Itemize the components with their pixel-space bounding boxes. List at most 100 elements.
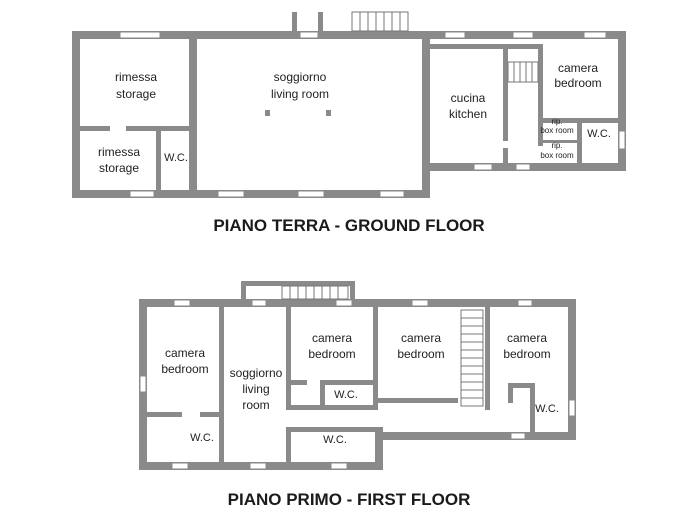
ff-wall-bed1-wc-b xyxy=(200,412,219,417)
gf-living-en-label: living room xyxy=(271,87,329,101)
ff-window xyxy=(173,299,191,307)
gf-storage-2-en-label: storage xyxy=(99,161,139,175)
gf-window xyxy=(583,31,607,39)
gf-wall-living-kitchen xyxy=(422,39,430,163)
ff-living-en1-label: living xyxy=(242,382,269,396)
gf-box-2-en-label: box room xyxy=(540,151,574,160)
ff-window xyxy=(411,299,429,307)
ground-floor-title: PIANO TERRA - GROUND FLOOR xyxy=(213,216,484,235)
ff-bedroom-3-en-label: bedroom xyxy=(397,347,444,361)
ff-wall-wc3-top xyxy=(286,427,383,432)
ff-wall-bed1-living xyxy=(219,307,224,462)
ff-wall-bed2-bed3 xyxy=(373,307,378,410)
gf-window xyxy=(129,190,155,198)
ff-wall-step xyxy=(375,432,383,470)
gf-window xyxy=(217,190,245,198)
gf-wall-bottom-left xyxy=(72,190,430,198)
gf-wall-storage-split-a xyxy=(80,126,110,131)
ff-terrace-rail xyxy=(241,281,355,286)
ff-bedroom-2-it-label: camera xyxy=(312,331,352,345)
ff-window xyxy=(517,299,533,307)
ff-wc-4-label: W.C. xyxy=(535,403,559,415)
ff-bedroom-3-it-label: camera xyxy=(401,331,441,345)
ff-bedroom-4-it-label: camera xyxy=(507,331,547,345)
gf-box-1-it-label: rip. xyxy=(551,117,562,126)
ff-wall-wc4-left xyxy=(530,383,535,432)
gf-box-2-it-label: rip. xyxy=(551,141,562,150)
ff-wall-bottom-right xyxy=(375,432,576,440)
gf-kitchen-it-label: cucina xyxy=(451,91,486,105)
ff-terrace-post xyxy=(241,281,246,299)
gf-entry-post xyxy=(318,12,323,31)
ff-wall-wc4-stub xyxy=(508,383,513,403)
gf-kitchen-en-label: kitchen xyxy=(449,107,487,121)
gf-storage-2-it-label: rimessa xyxy=(98,145,140,159)
ff-window xyxy=(249,462,267,470)
ff-wall-bed3-bottom xyxy=(378,398,458,403)
ff-wc-3-label: W.C. xyxy=(323,434,347,446)
gf-wall-wc2-left xyxy=(577,123,582,163)
gf-window xyxy=(618,130,626,150)
gf-window xyxy=(473,163,493,171)
gf-bedroom-en-label: bedroom xyxy=(554,76,601,90)
ff-wall-wc2-left xyxy=(320,385,325,410)
ff-wc-2-label: W.C. xyxy=(334,389,358,401)
ff-bedroom-1-en-label: bedroom xyxy=(161,362,208,376)
gf-wall-storage-living xyxy=(189,39,197,190)
ff-window xyxy=(251,299,267,307)
first-floor-plan: camera bedroom W.C. soggiorno living roo… xyxy=(139,281,576,509)
ff-window xyxy=(139,375,147,393)
ff-wall-bed3-bed4 xyxy=(485,307,490,410)
gf-window xyxy=(512,31,534,39)
gf-window xyxy=(119,31,161,39)
ff-wall-wc3-left xyxy=(286,427,291,462)
gf-wall-kitchen-right xyxy=(503,49,508,141)
ff-living-it-label: soggiorno xyxy=(230,366,283,380)
ff-wall-living-bed2 xyxy=(286,307,291,410)
gf-window xyxy=(299,31,319,39)
ff-window xyxy=(330,462,348,470)
ff-bedroom-1-it-label: camera xyxy=(165,346,205,360)
ff-window xyxy=(335,299,353,307)
ff-bedroom-4-en-label: bedroom xyxy=(503,347,550,361)
ff-window xyxy=(568,399,576,417)
gf-interior-stairs xyxy=(507,61,539,83)
ff-wall-wc4-top xyxy=(508,383,534,388)
gf-pillar xyxy=(326,110,331,116)
gf-storage-1-it-label: rimessa xyxy=(115,70,157,84)
gf-wall-left xyxy=(72,31,80,198)
gf-external-stairs xyxy=(351,11,409,32)
gf-window xyxy=(515,163,531,171)
ff-wall-bed1-wc-a xyxy=(147,412,182,417)
gf-wall-bedroom-left xyxy=(538,44,543,146)
gf-window xyxy=(297,190,325,198)
gf-window xyxy=(379,190,405,198)
gf-wall-right xyxy=(618,31,626,171)
ff-wc-1-label: W.C. xyxy=(190,432,214,444)
gf-box-1-en-label: box room xyxy=(540,126,574,135)
ff-window xyxy=(171,462,189,470)
gf-wall-step xyxy=(422,163,430,198)
ground-floor-plan: rimessa storage rimessa storage W.C. sog… xyxy=(72,11,626,235)
gf-wall-box-split xyxy=(538,140,577,143)
first-floor-title: PIANO PRIMO - FIRST FLOOR xyxy=(228,490,471,509)
gf-wc-2-label: W.C. xyxy=(587,128,611,140)
gf-wall-bedroom-bottom xyxy=(543,118,618,123)
gf-entry-post xyxy=(292,12,297,31)
gf-wall-storage-split-b xyxy=(126,126,189,131)
gf-window xyxy=(444,31,466,39)
ff-wall-bed2-wc-b xyxy=(320,380,378,385)
gf-wall-kitchen-top xyxy=(430,44,540,49)
gf-wall-kitchen-low xyxy=(503,148,508,163)
ff-bedroom-2-en-label: bedroom xyxy=(308,347,355,361)
ff-terrace-stairs xyxy=(281,285,349,300)
ff-terrace-post xyxy=(350,281,355,299)
ff-interior-stairs xyxy=(460,309,484,407)
ff-wall-right xyxy=(568,299,576,440)
ff-wall-top xyxy=(139,299,576,307)
gf-storage-1-en-label: storage xyxy=(116,87,156,101)
ff-window xyxy=(510,432,526,440)
gf-living-it-label: soggiorno xyxy=(274,70,327,84)
gf-wc-1-label: W.C. xyxy=(164,152,188,164)
